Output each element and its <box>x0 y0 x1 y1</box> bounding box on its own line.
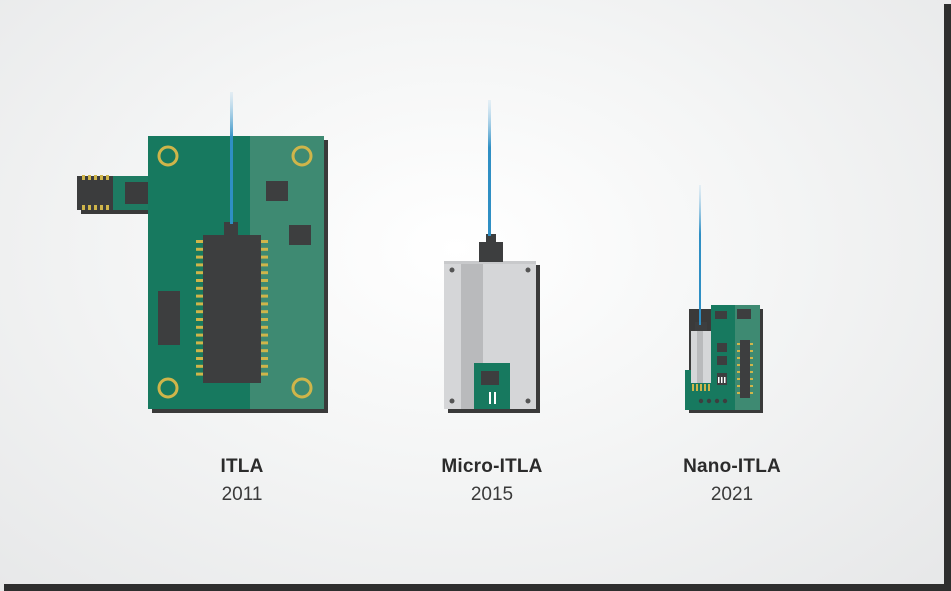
nano-itla-module-icon <box>685 185 763 413</box>
itla-caption: ITLA 2011 <box>132 456 352 506</box>
product-name: ITLA <box>220 456 264 477</box>
micro-itla-module-icon <box>444 100 540 413</box>
itla-module-icon <box>77 92 328 413</box>
product-name: Micro-ITLA <box>441 456 543 477</box>
frame-shadow-bottom <box>4 584 951 591</box>
product-year: 2011 <box>221 484 263 505</box>
nano-itla-caption: Nano-ITLA 2021 <box>622 456 842 506</box>
product-name: Nano-ITLA <box>683 456 781 477</box>
frame-shadow-right <box>944 4 951 591</box>
product-year: 2021 <box>710 484 754 505</box>
product-year: 2015 <box>470 484 514 505</box>
micro-itla-caption: Micro-ITLA 2015 <box>382 456 602 506</box>
